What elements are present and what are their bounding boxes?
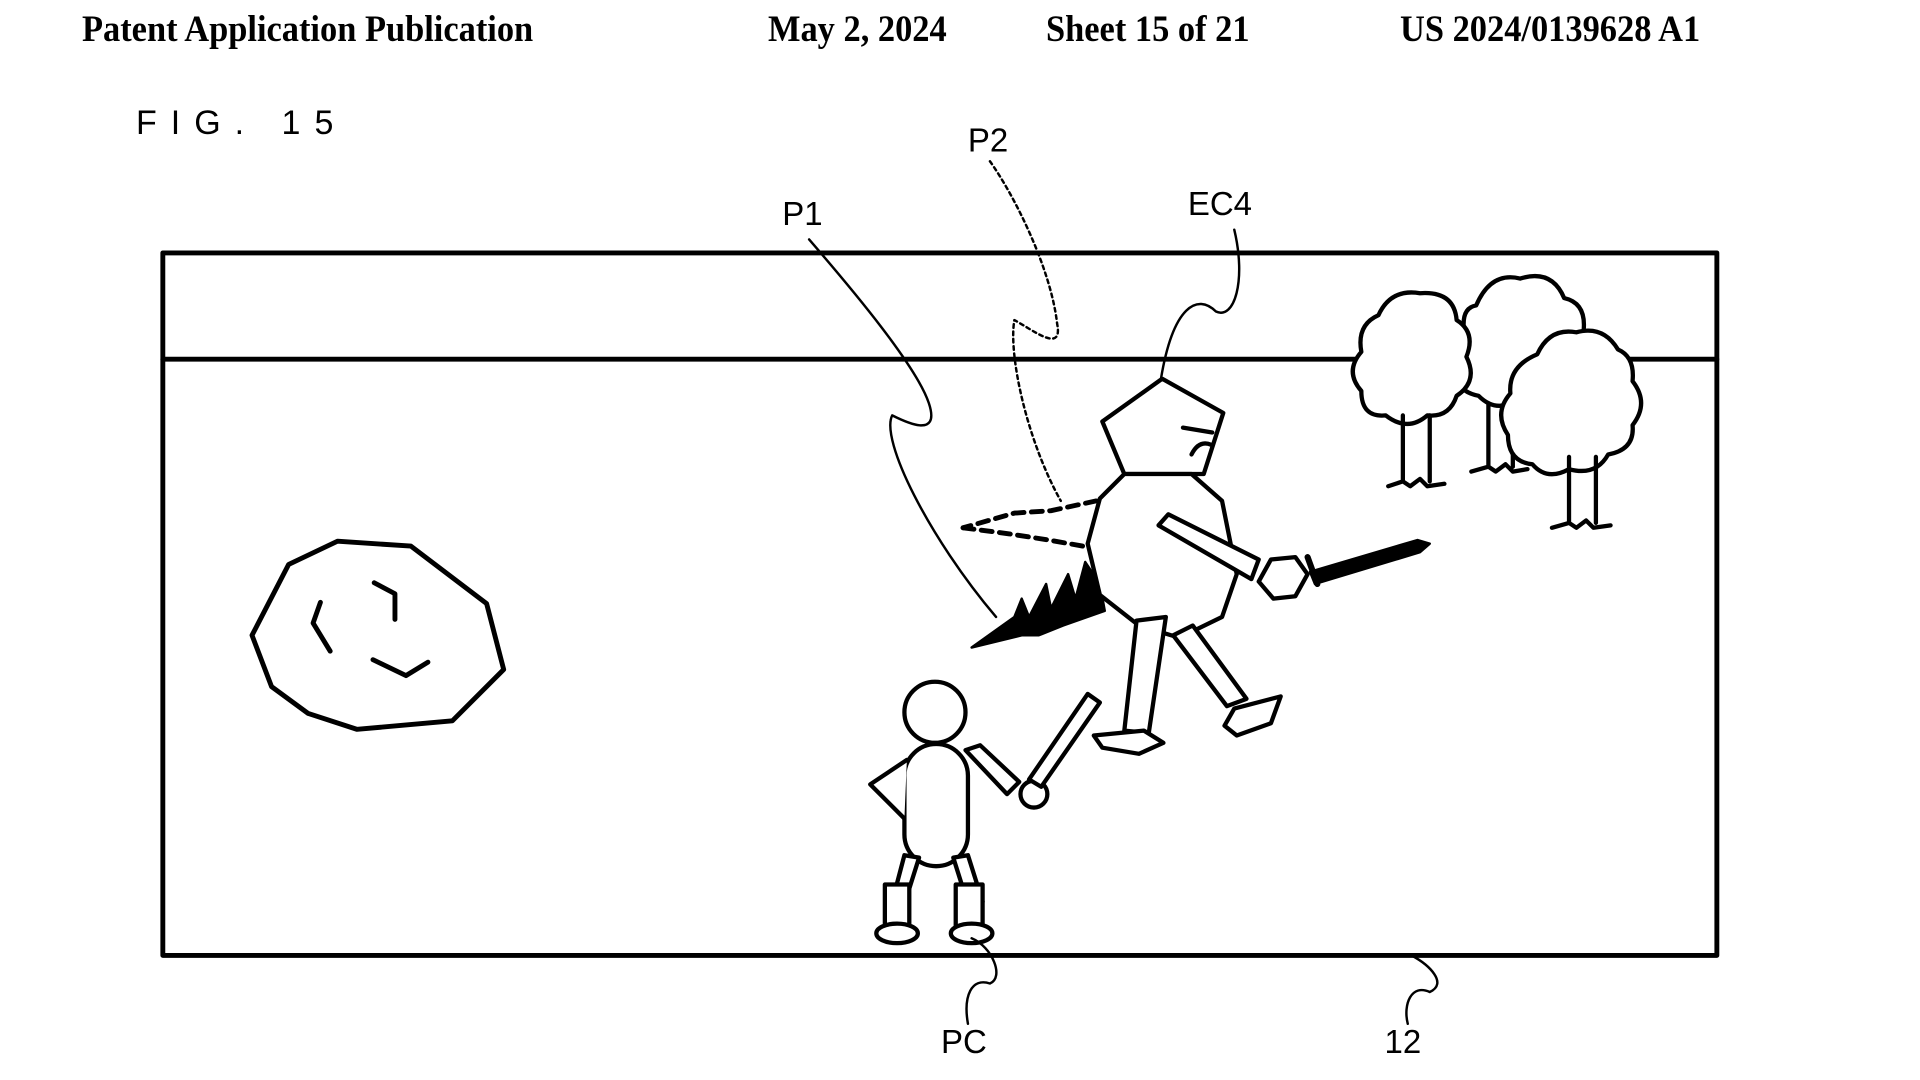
publication-number: US 2024/0139628 A1 (1400, 9, 1701, 50)
patent-header: Patent Application Publication May 2, 20… (0, 8, 1920, 58)
knight-head (1100, 376, 1226, 477)
knight-foot-right (1222, 694, 1283, 738)
attack-effect-solid-icon (970, 560, 1106, 649)
attack-effect-dashed-icon (960, 498, 1099, 549)
player-arm-right (963, 743, 1022, 797)
player-body (902, 741, 971, 869)
label-ec4: EC4 (1188, 185, 1252, 222)
knight-hand (1256, 554, 1310, 601)
player-arm-left (868, 757, 909, 821)
leader-line-p2 (988, 160, 1063, 503)
enemy-character-knight (1085, 376, 1310, 756)
tree-icon (1499, 328, 1644, 530)
player-head (902, 679, 968, 745)
publication-type: Patent Application Publication (82, 9, 534, 50)
leader-lines (807, 160, 1439, 1026)
leader-line-p1 (807, 238, 998, 619)
player-stick (1026, 691, 1103, 789)
knight-leg-left (1122, 614, 1168, 736)
label-screen-12: 12 (1385, 1023, 1422, 1060)
sheet-number: Sheet 15 of 21 (1046, 9, 1250, 50)
leader-line-pc (965, 937, 998, 1026)
publication-date: May 2, 2024 (768, 9, 947, 50)
knight-foot-left (1091, 728, 1166, 756)
knight-arm (1156, 512, 1261, 582)
knight-leg-right (1171, 623, 1249, 709)
label-p1: P1 (782, 195, 822, 232)
trees-icon (1350, 273, 1644, 530)
tree-icon (1350, 290, 1473, 489)
player-character (868, 679, 1103, 946)
figure-label: FIG. 15 (136, 104, 348, 142)
leader-line-screen (1405, 954, 1439, 1026)
leader-line-ec4 (1159, 228, 1241, 380)
rock-icon (249, 538, 507, 732)
enemy-sword-icon (1304, 538, 1431, 588)
label-p2: P2 (968, 121, 1008, 158)
label-pc: PC (941, 1023, 987, 1060)
